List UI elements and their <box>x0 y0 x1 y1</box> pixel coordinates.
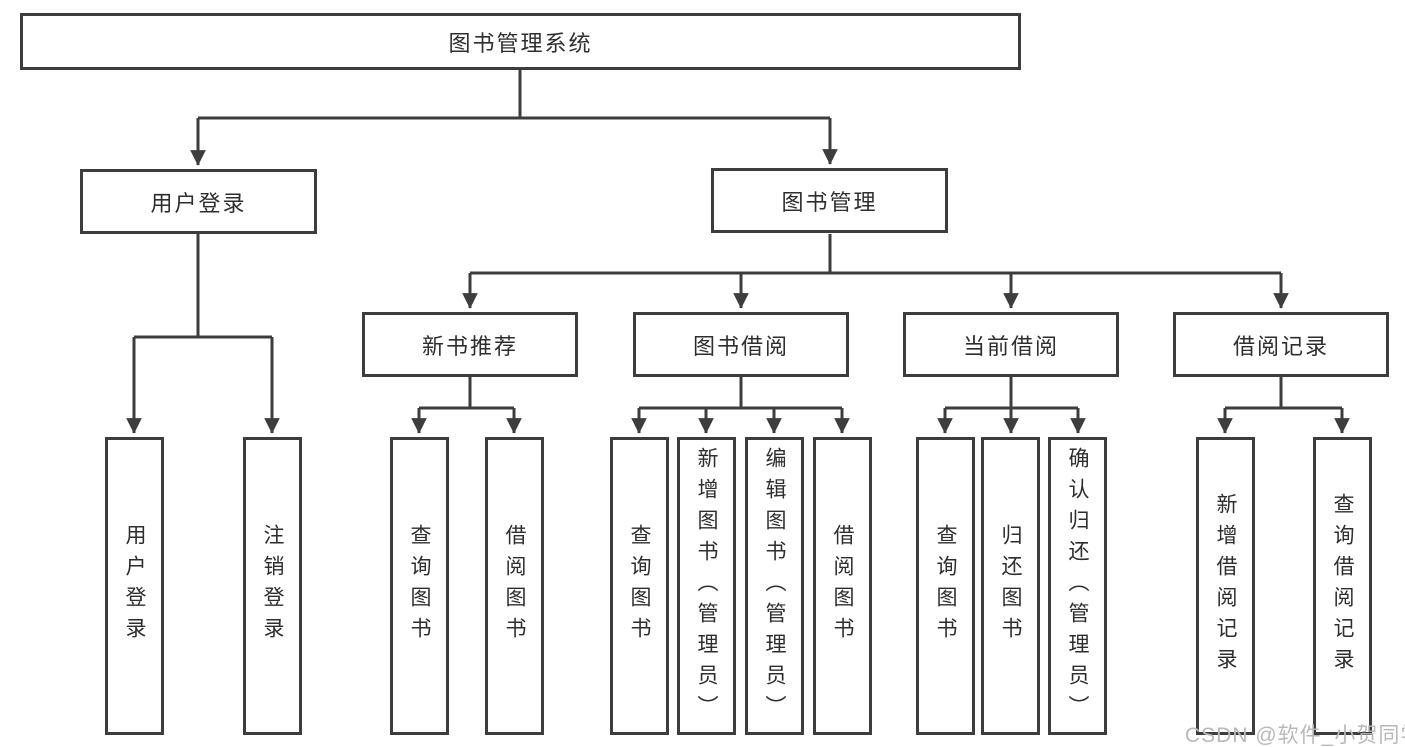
node-borrow-records: 借阅记录 <box>1173 312 1389 377</box>
leaf-records-query-record-label: 查询借阅记录 <box>1331 493 1354 679</box>
leaf-borrowing-borrow-books: 借阅图书 <box>813 437 872 735</box>
leaf-user-login: 用户登录 <box>105 437 164 735</box>
leaf-user-login-label: 用户登录 <box>123 524 146 648</box>
leaf-newbooks-query-books: 查询图书 <box>390 437 449 735</box>
node-new-book-recommend-label: 新书推荐 <box>421 333 518 359</box>
leaf-newbooks-borrow-books: 借阅图书 <box>485 437 544 735</box>
leaf-borrowing-query-books: 查询图书 <box>610 437 669 735</box>
node-root: 图书管理系统 <box>20 13 1021 70</box>
node-book-management-label: 图书管理 <box>781 189 878 215</box>
leaf-records-add-record: 新增借阅记录 <box>1196 437 1255 735</box>
leaf-borrowing-edit-books-admin-label: 编辑图书（管理员） <box>763 446 786 726</box>
leaf-current-confirm-return-admin: 确认归还（管理员） <box>1048 437 1107 735</box>
leaf-current-query-books-label: 查询图书 <box>934 524 957 648</box>
node-new-book-recommend: 新书推荐 <box>362 312 578 377</box>
leaf-records-add-record-label: 新增借阅记录 <box>1214 493 1237 679</box>
node-user-login-label: 用户登录 <box>150 190 247 216</box>
node-current-borrowing-label: 当前借阅 <box>962 333 1059 359</box>
node-root-label: 图书管理系统 <box>448 30 593 56</box>
leaf-borrowing-add-books-admin: 新增图书（管理员） <box>677 437 736 735</box>
leaf-newbooks-query-books-label: 查询图书 <box>408 524 431 648</box>
leaf-current-return-books: 归还图书 <box>981 437 1040 735</box>
node-borrow-records-label: 借阅记录 <box>1232 333 1329 359</box>
leaf-current-confirm-return-admin-label: 确认归还（管理员） <box>1066 446 1089 726</box>
leaf-borrowing-edit-books-admin: 编辑图书（管理员） <box>745 437 804 735</box>
leaf-logout-label: 注销登录 <box>261 524 284 648</box>
leaf-borrowing-add-books-admin-label: 新增图书（管理员） <box>695 446 718 726</box>
leaf-borrowing-borrow-books-label: 借阅图书 <box>831 524 854 648</box>
node-user-login: 用户登录 <box>80 169 317 234</box>
leaf-logout: 注销登录 <box>243 437 302 735</box>
csdn-watermark: CSDN @软件_小贺同学 <box>1185 724 1405 747</box>
leaf-current-query-books: 查询图书 <box>916 437 975 735</box>
leaf-borrowing-query-books-label: 查询图书 <box>628 524 651 648</box>
leaf-newbooks-borrow-books-label: 借阅图书 <box>503 524 526 648</box>
node-book-borrowing: 图书借阅 <box>633 312 849 377</box>
node-book-management: 图书管理 <box>711 168 948 233</box>
leaf-records-query-record: 查询借阅记录 <box>1313 437 1372 735</box>
leaf-current-return-books-label: 归还图书 <box>999 524 1022 648</box>
node-book-borrowing-label: 图书借阅 <box>692 333 789 359</box>
node-current-borrowing: 当前借阅 <box>903 312 1119 377</box>
